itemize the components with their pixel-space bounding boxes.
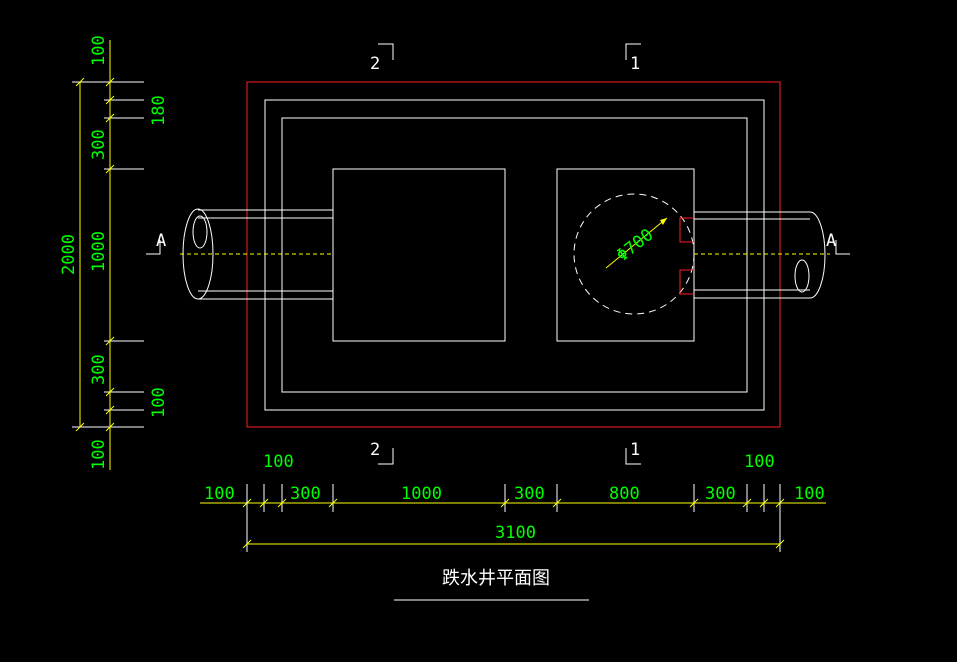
svg-text:1: 1 [630, 440, 640, 460]
dim-row-7: 100 [794, 484, 825, 504]
bottom-tick [277, 498, 287, 508]
bottom-tick [500, 498, 510, 508]
section-mark-a-right: A [826, 231, 850, 255]
section-mark-2-bottom: 2 [370, 440, 394, 465]
left-tick [105, 113, 115, 123]
left-tick [105, 164, 115, 174]
notch-top [679, 217, 694, 243]
left-tick [105, 336, 115, 346]
outer-wall [264, 99, 765, 411]
svg-text:1: 1 [630, 54, 640, 74]
svg-text:A: A [826, 231, 836, 251]
dim-upper-left: 100 [263, 452, 294, 472]
svg-text:2: 2 [370, 54, 380, 74]
bottom-tick [259, 498, 269, 508]
diameter-leader [605, 217, 668, 269]
dim-row-5: 800 [609, 484, 640, 504]
bottom-tick [328, 498, 338, 508]
dim-row-4: 300 [514, 484, 545, 504]
dim-row-6: 300 [705, 484, 736, 504]
dim-row-3: 1000 [401, 484, 442, 504]
dim-left-inner-1: 180 [149, 95, 169, 126]
bottom-tick [552, 498, 562, 508]
svg-text:A: A [156, 231, 166, 251]
outer-border [246, 81, 781, 428]
inner-wall [281, 117, 748, 393]
dim-left-3: 1000 [89, 231, 109, 272]
dim-left-2: 300 [89, 129, 109, 160]
dim-left-inner-2: 100 [149, 387, 169, 418]
leader-arrow [660, 218, 667, 225]
pipe-circle [573, 193, 695, 315]
dim-left-5: 100 [89, 439, 109, 470]
left-chamber [332, 168, 506, 342]
section-mark-a-left: A [146, 231, 166, 255]
section-mark-1-bottom: 1 [625, 440, 641, 465]
drawing-title: 跌水井平面图 [442, 568, 550, 589]
left-tick [105, 422, 115, 432]
left-tick [105, 387, 115, 397]
left-tick [105, 405, 115, 415]
left-pipe [180, 208, 333, 300]
section-mark-1-top: 1 [625, 43, 641, 74]
dim-upper-right: 100 [744, 452, 775, 472]
dim-row-1: 100 [204, 484, 235, 504]
dim-total-height: 2000 [59, 234, 79, 275]
left-tick [105, 77, 115, 87]
bottom-tick [759, 498, 769, 508]
bottom-dimensions: 100 100 100 300 1000 300 800 300 100 310… [200, 452, 826, 552]
section-mark-2-top: 2 [370, 43, 394, 74]
bottom-tick [742, 498, 752, 508]
dim-total-width: 3100 [495, 523, 536, 543]
dim-left-4: 300 [89, 354, 109, 385]
dim-left-1: 100 [89, 35, 109, 66]
notch-bottom [679, 269, 694, 295]
right-pipe [694, 211, 830, 299]
left-tick [105, 95, 115, 105]
svg-text:2: 2 [370, 440, 380, 460]
left-dimensions: 2000 100 300 1000 300 100 180 100 [59, 35, 169, 470]
dim-row-2: 300 [290, 484, 321, 504]
bottom-tick [689, 498, 699, 508]
